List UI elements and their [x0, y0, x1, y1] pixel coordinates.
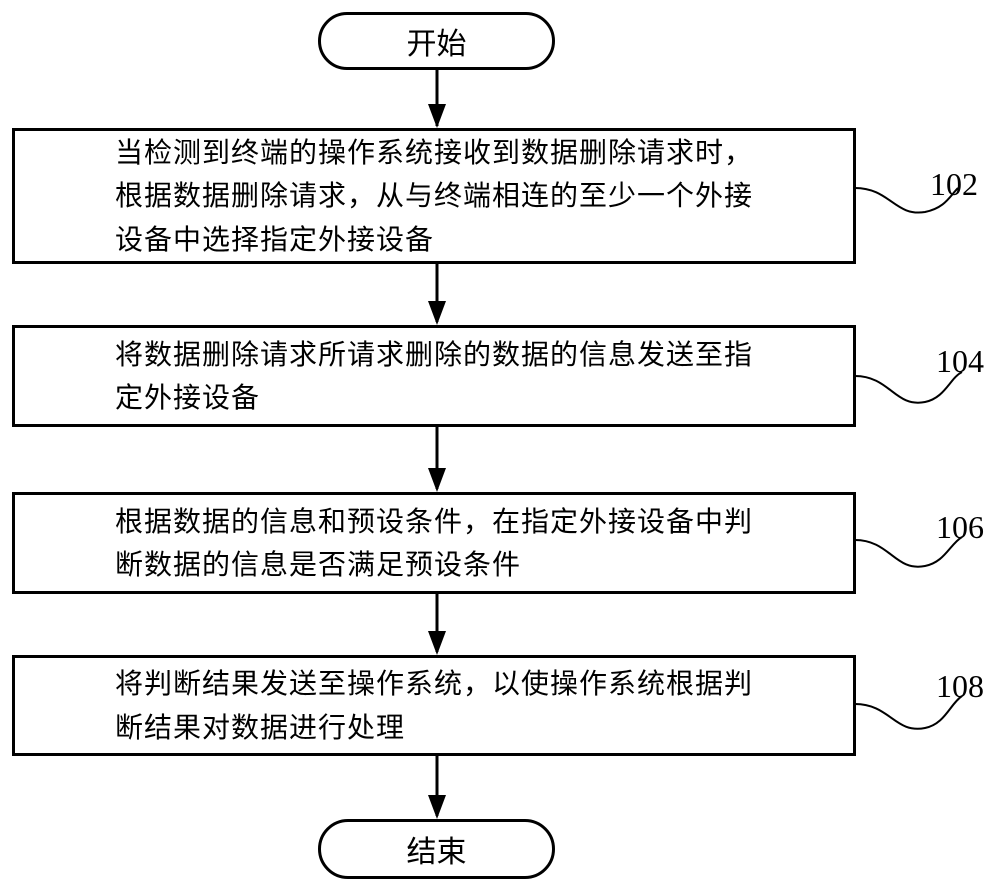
end-label: 结束 — [406, 835, 467, 870]
step-102-line-3: 设备中选择指定外接设备 — [114, 222, 434, 256]
step-104-text: 将数据删除请求所请求删除的数据的信息发送至指 定外接设备 — [115, 333, 753, 420]
arrow-start-to-102-head — [428, 104, 446, 128]
start-label: 开始 — [406, 27, 467, 62]
end-terminal: 结束 — [318, 819, 555, 879]
step-104-line-1: 将数据删除请求所请求删除的数据的信息发送至指 — [114, 337, 753, 371]
step-102-box: 当检测到终端的操作系统接收到数据删除请求时， 根据数据删除请求，从与终端相连的至… — [12, 128, 856, 264]
step-102-text: 当检测到终端的操作系统接收到数据删除请求时， 根据数据删除请求，从与终端相连的至… — [115, 131, 753, 261]
arrow-108-to-end-head — [428, 795, 446, 819]
step-106-line-1: 根据数据的信息和预设条件，在指定外接设备中判 — [114, 504, 753, 538]
step-104-line-2: 定外接设备 — [114, 381, 260, 414]
leader-line-104 — [854, 371, 963, 404]
leader-line-106 — [854, 536, 963, 568]
arrow-104-to-106-head — [428, 468, 446, 492]
arrow-106-to-108-head — [428, 631, 446, 655]
start-terminal: 开始 — [318, 12, 555, 70]
step-108-line-1: 将判断结果发送至操作系统，以使操作系统根据判 — [114, 667, 753, 701]
leader-line-108 — [854, 695, 963, 730]
step-106-box: 根据数据的信息和预设条件，在指定外接设备中判 断数据的信息是否满足预设条件 — [12, 492, 856, 594]
step-108-text: 将判断结果发送至操作系统，以使操作系统根据判 断结果对数据进行处理 — [115, 662, 753, 749]
step-106-text: 根据数据的信息和预设条件，在指定外接设备中判 断数据的信息是否满足预设条件 — [115, 500, 753, 587]
step-102-line-2: 根据数据删除请求，从与终端相连的至少一个外接 — [114, 179, 753, 213]
step-108-line-2: 断结果对数据进行处理 — [114, 710, 405, 744]
step-106-number: 106 — [936, 509, 984, 545]
step-102-number: 102 — [930, 166, 978, 202]
arrow-102-to-104-head — [428, 301, 446, 325]
leader-line-102 — [854, 187, 959, 214]
step-102-line-1: 当检测到终端的操作系统接收到数据删除请求时， — [114, 135, 753, 169]
step-108-number: 108 — [936, 668, 984, 704]
step-108-box: 将判断结果发送至操作系统，以使操作系统根据判 断结果对数据进行处理 — [12, 655, 856, 756]
step-104-number: 104 — [936, 343, 984, 379]
step-106-line-2: 断数据的信息是否满足预设条件 — [114, 548, 521, 581]
step-104-box: 将数据删除请求所请求删除的数据的信息发送至指 定外接设备 — [12, 325, 856, 427]
